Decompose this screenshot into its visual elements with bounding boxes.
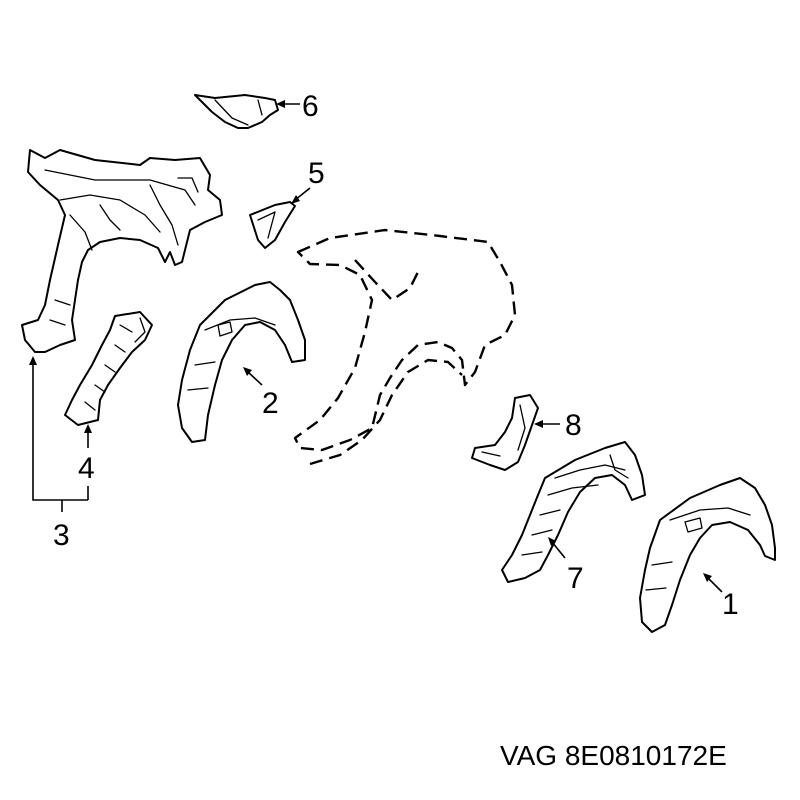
callout-2: 2 (262, 387, 279, 420)
part-1-wheelhouse-outer-right (639, 477, 776, 633)
callout-8: 8 (565, 409, 582, 442)
part-number-label: VAG 8E0810172E (500, 740, 727, 771)
callout-1: 1 (722, 588, 739, 621)
part-4-reinforcement-bracket (64, 311, 153, 426)
callout-5: 5 (308, 157, 325, 190)
part-8-small-bracket (471, 394, 539, 471)
part-2-wheelhouse-outer (177, 281, 306, 443)
part-7-wheelhouse-liner (501, 441, 646, 583)
leader-lines (29, 100, 723, 593)
part-6-upper-bracket (194, 94, 279, 129)
part-3-quarter-inner-panel (21, 149, 223, 353)
part-5-corner-piece (249, 201, 296, 249)
callout-3: 3 (53, 519, 70, 552)
callout-6: 6 (302, 90, 319, 123)
callout-4: 4 (78, 452, 95, 485)
rear-quarter-outline-dashed (293, 228, 517, 466)
callout-7: 7 (567, 562, 584, 595)
